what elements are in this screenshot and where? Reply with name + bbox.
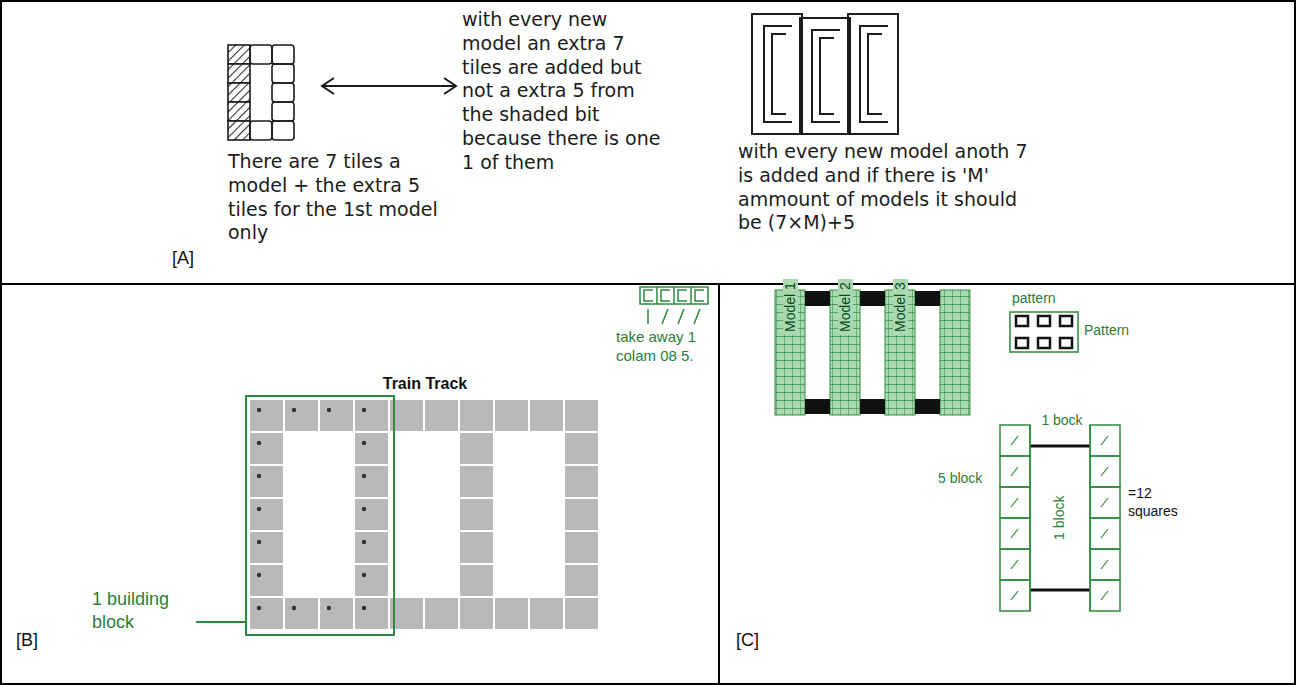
- handwritten-note: Pattern: [1084, 322, 1154, 340]
- panel-frame: [C]: [718, 283, 1296, 685]
- handwritten-note: 1 building block: [92, 588, 192, 633]
- handwritten-note: 1 bock: [1036, 412, 1088, 430]
- leader-line: [196, 621, 246, 623]
- column-sketch: [640, 287, 708, 324]
- tile-sketch: [228, 45, 294, 140]
- pattern-sketch: [1010, 312, 1078, 352]
- block-sketch: [1000, 425, 1120, 611]
- frame-sketch: [752, 14, 898, 134]
- handwritten-note: 1 block: [1052, 478, 1067, 558]
- model-columns: [775, 290, 970, 415]
- double-arrow: [322, 78, 456, 94]
- model-label: Model 1: [783, 279, 798, 335]
- panel-tag: [B]: [16, 630, 38, 651]
- handwritten-note: with every new model an extra 7 tiles ar…: [462, 8, 667, 174]
- figure-title: Train Track: [250, 374, 600, 394]
- handwritten-note: pattern: [1012, 290, 1082, 308]
- handwritten-note: take away 1 colam 08 5.: [616, 328, 714, 366]
- label-patch: Model 1: [780, 252, 800, 362]
- handwritten-note: There are 7 tiles a model + the extra 5 …: [228, 150, 443, 245]
- handwritten-note: with every new model anoth 7 is added an…: [738, 140, 1028, 235]
- label-patch: Model 3: [890, 252, 910, 362]
- train-track-grid: [250, 400, 598, 629]
- panel-tag: [C]: [736, 630, 759, 651]
- label-patch: Model 2: [835, 252, 855, 362]
- handwritten-note: =12 squares: [1128, 485, 1198, 520]
- panel-tag: [A]: [172, 248, 194, 269]
- model-label: Model 3: [893, 279, 908, 335]
- model-label: Model 2: [838, 279, 853, 335]
- handwritten-note: 5 block: [938, 470, 998, 488]
- building-block-outline: [246, 396, 394, 635]
